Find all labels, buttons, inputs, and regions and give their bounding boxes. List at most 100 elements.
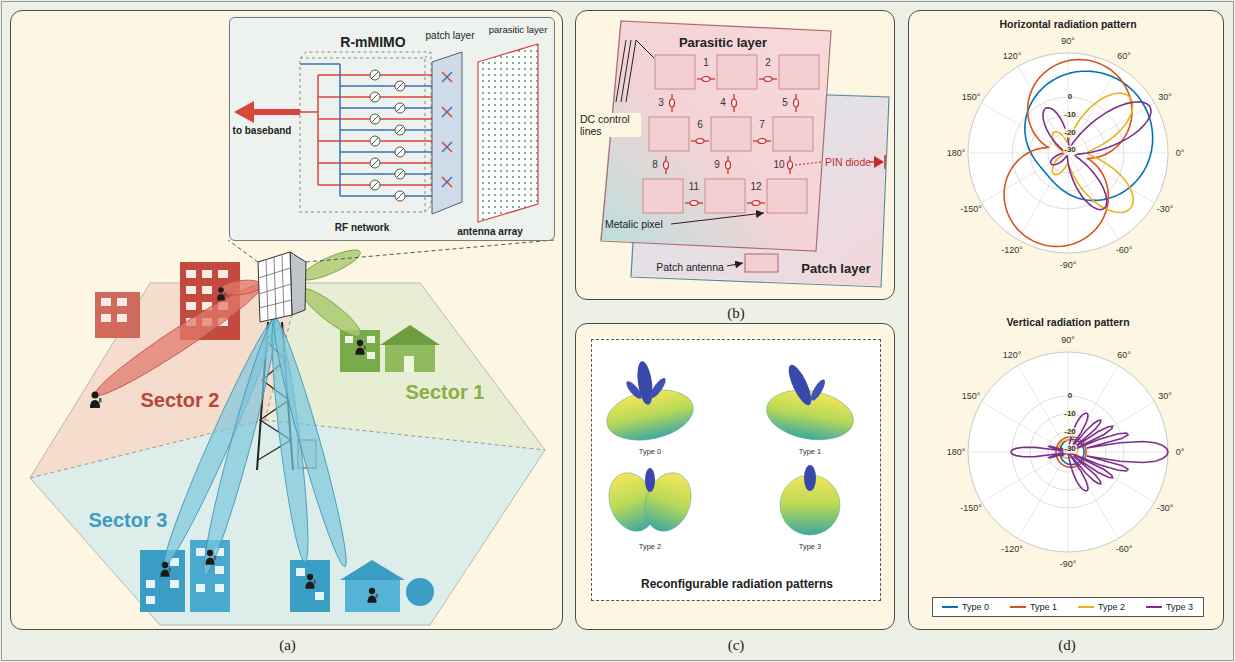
rf-network: [396, 126, 404, 134]
rf-network: [395, 169, 405, 179]
patch-layer-drawing: [442, 142, 452, 152]
legend-sample: [1078, 604, 1094, 610]
users: [356, 340, 366, 355]
blue-buildings: [196, 584, 205, 592]
blue-buildings: [406, 578, 434, 606]
rf-network: [340, 107, 432, 109]
angle-tick: 0°: [1176, 447, 1185, 457]
pin-diode-symbol: [702, 77, 710, 82]
sheet-outline: [631, 95, 889, 287]
angle-tick: 180°: [947, 148, 966, 158]
pin-diode-symbol: [664, 161, 669, 169]
rf-network: [370, 92, 380, 102]
legend-sample: [1146, 604, 1162, 610]
red-buildings: [117, 298, 127, 306]
angle-tick: 60°: [1117, 51, 1131, 61]
panel-label: (d): [1058, 637, 1076, 654]
pin-diode-symbol: [732, 99, 737, 107]
panel-fill: [908, 10, 1224, 630]
pattern-curve: [1043, 102, 1151, 210]
rf-box-outline: [300, 58, 425, 212]
angle-tick: 30°: [1158, 391, 1172, 401]
pin-diode-symbol: [874, 156, 884, 168]
rf-network: [300, 63, 340, 65]
pattern-label: Type 2: [639, 543, 662, 552]
polar-grid: [968, 352, 1168, 552]
blue-buildings: [290, 560, 330, 612]
blue-buildings: [146, 558, 179, 604]
blue-buildings: [146, 580, 155, 588]
blue-buildings: [340, 560, 405, 580]
blue-buildings: [170, 580, 179, 588]
red-buildings: [186, 270, 196, 278]
pin-diode-symbol: [759, 77, 777, 82]
callout-number: 8: [652, 159, 658, 171]
beams: [296, 283, 366, 343]
red-buildings: [101, 298, 111, 306]
angle-tick: -90°: [1060, 260, 1077, 270]
inset-fill: [228, 16, 554, 240]
angle-tick: -150°: [960, 503, 982, 513]
legend-sample: [1010, 604, 1026, 610]
rf-network: [370, 70, 380, 80]
rf-network: [370, 180, 380, 190]
panel-label: (a): [279, 637, 296, 654]
red-buildings: [117, 314, 127, 322]
polar-grid: [968, 53, 1168, 253]
red-buildings: [202, 286, 212, 294]
rf-network: [396, 82, 404, 90]
angle-tick: 180°: [947, 447, 966, 457]
panel-label: (b): [727, 305, 745, 322]
rf-network: [300, 64, 432, 196]
parasitic-layer-drawing: [478, 44, 538, 222]
sector-label: Sector 2: [141, 389, 220, 412]
pin-diode-symbol: [753, 139, 771, 144]
blue-buildings: [196, 548, 224, 592]
patch-layer-drawing: [442, 177, 452, 187]
angle-tick: -60°: [1116, 245, 1133, 255]
layer-title: Parasitic layer: [679, 36, 767, 51]
green-buildings: [380, 325, 440, 345]
metal-pixel: [649, 117, 689, 151]
red-buildings: [218, 270, 228, 278]
pattern-3d-type0: [602, 360, 698, 447]
pattern-curve: [1052, 93, 1133, 212]
callout-number: 5: [782, 97, 788, 109]
angle-tick: 60°: [1117, 350, 1131, 360]
blue-buildings: [140, 550, 185, 612]
pattern-3d-type1: [784, 362, 815, 408]
green-buildings: [385, 345, 435, 372]
zoom-lines: [228, 240, 554, 262]
rf-network: [395, 191, 405, 201]
angle-tick: -30°: [1157, 204, 1174, 214]
green-buildings: [367, 352, 375, 359]
pattern-3d-type2: [601, 466, 699, 537]
patch-layer-drawing: [432, 52, 462, 214]
green-buildings: [345, 336, 353, 343]
red-buildings: [186, 302, 196, 310]
sector-label: Sector 3: [89, 509, 168, 532]
angle-tick: 30°: [1158, 92, 1172, 102]
blue-buildings: [190, 540, 230, 612]
antenna-panel: [258, 252, 306, 322]
pixel-array: [643, 55, 819, 213]
blue-buildings: [296, 568, 305, 576]
dc-control-lines: [636, 40, 654, 58]
pattern-label: Type 3: [799, 543, 822, 552]
pin-diode-symbol: [685, 201, 703, 206]
zoom-lines: [228, 240, 258, 262]
patch-layer-drawing: [442, 177, 452, 187]
pattern-3d-type2: [637, 466, 699, 537]
rf-network: [370, 70, 405, 201]
pattern-3d-type1: [763, 362, 858, 446]
polar-grid: [968, 352, 1168, 552]
pattern-3d-type1: [809, 378, 828, 403]
box-title: R-mMIMO: [340, 34, 405, 50]
pattern-3d-type3: [780, 465, 840, 535]
patch-layer-drawing: [442, 142, 452, 152]
plot-title: Horizontal radiation pattern: [999, 18, 1136, 30]
blue-buildings: [215, 566, 224, 574]
patch-layer-drawing: [432, 52, 462, 214]
